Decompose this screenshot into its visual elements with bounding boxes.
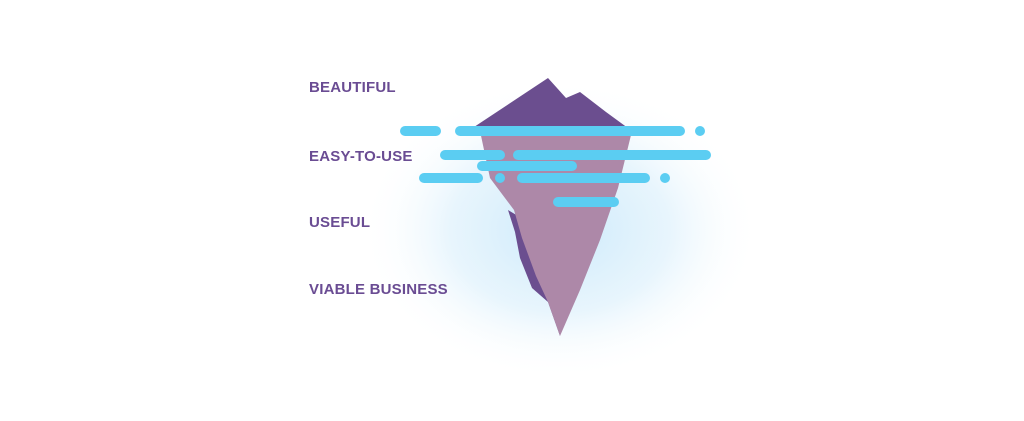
water-bubble xyxy=(695,126,705,136)
layer-label-beautiful: BEAUTIFUL xyxy=(309,79,396,96)
water-bubble xyxy=(495,173,505,183)
iceberg-peak xyxy=(468,78,632,131)
iceberg-shadow xyxy=(508,210,560,336)
layer-label-useful: USEFUL xyxy=(309,214,371,231)
iceberg-speck xyxy=(589,138,599,148)
water-streaks xyxy=(400,126,711,207)
layer-label-easy-to-use: EASY-TO-USE xyxy=(309,148,413,165)
water-bubble xyxy=(660,173,670,183)
layer-label-viable-business: VIABLE BUSINESS xyxy=(309,281,448,298)
water-bubbles xyxy=(495,126,705,183)
